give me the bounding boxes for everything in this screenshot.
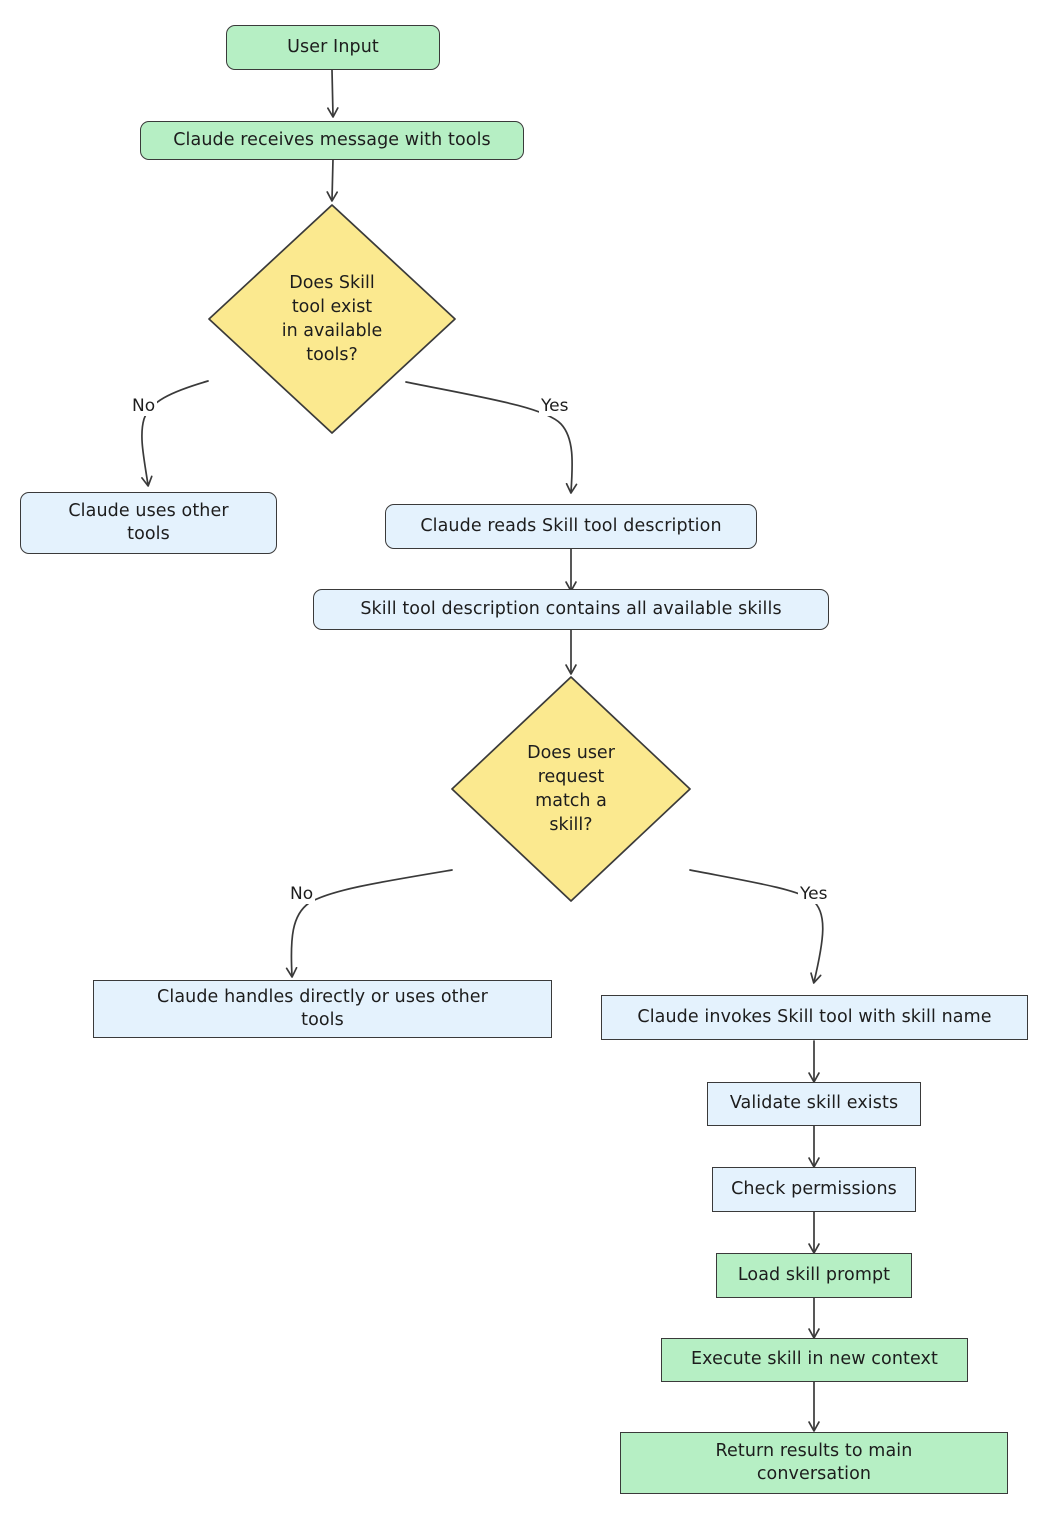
node-load-skill-prompt-label: Load skill prompt [737,1264,891,1285]
node-reads-description[interactable]: Claude reads Skill tool description [385,504,757,549]
node-handles-directly-label: Claude handles directly or uses other to… [157,986,488,1030]
node-skill-tool-exists[interactable]: Does Skill tool exist in available tools… [207,203,457,435]
node-request-match-skill[interactable]: Does user request match a skill? [450,675,692,903]
edge-label-yes-1: Yes [539,396,571,416]
node-check-permissions[interactable]: Check permissions [712,1167,916,1212]
node-uses-other-tools-label: Claude uses other tools [68,500,229,544]
edge-label-no-1: No [130,396,158,416]
edge-decision1-no [141,380,209,487]
node-return-results-label: Return results to main conversation [715,1440,913,1484]
node-execute-skill[interactable]: Execute skill in new context [661,1338,968,1382]
node-handles-directly[interactable]: Claude handles directly or uses other to… [93,980,552,1038]
node-check-permissions-label: Check permissions [731,1178,897,1199]
edge-label-no-2: No [288,884,316,904]
node-receives-message[interactable]: Claude receives message with tools [140,121,524,160]
node-load-skill-prompt[interactable]: Load skill prompt [716,1253,912,1298]
node-return-results[interactable]: Return results to main conversation [620,1432,1008,1494]
edge-label-yes-2: Yes [798,884,830,904]
edge-receives-message-to-decision1 [326,158,338,202]
node-reads-description-label: Claude reads Skill tool description [420,515,722,536]
edge-user-input-to-receives-message [327,69,339,118]
edge-decision2-no [285,869,453,978]
node-description-contains-label: Skill tool description contains all avai… [360,598,782,619]
node-user-input-label: User Input [287,36,379,57]
node-invokes-skill-tool[interactable]: Claude invokes Skill tool with skill nam… [601,995,1028,1040]
node-user-input[interactable]: User Input [226,25,440,70]
node-uses-other-tools[interactable]: Claude uses other tools [20,492,277,554]
node-invokes-skill-tool-label: Claude invokes Skill tool with skill nam… [637,1006,992,1027]
node-validate-skill[interactable]: Validate skill exists [707,1082,921,1126]
node-validate-skill-label: Validate skill exists [729,1093,899,1114]
node-description-contains[interactable]: Skill tool description contains all avai… [313,589,829,630]
node-execute-skill-label: Execute skill in new context [691,1349,938,1370]
node-receives-message-label: Claude receives message with tools [173,129,491,150]
edge-decision1-yes [405,381,578,494]
